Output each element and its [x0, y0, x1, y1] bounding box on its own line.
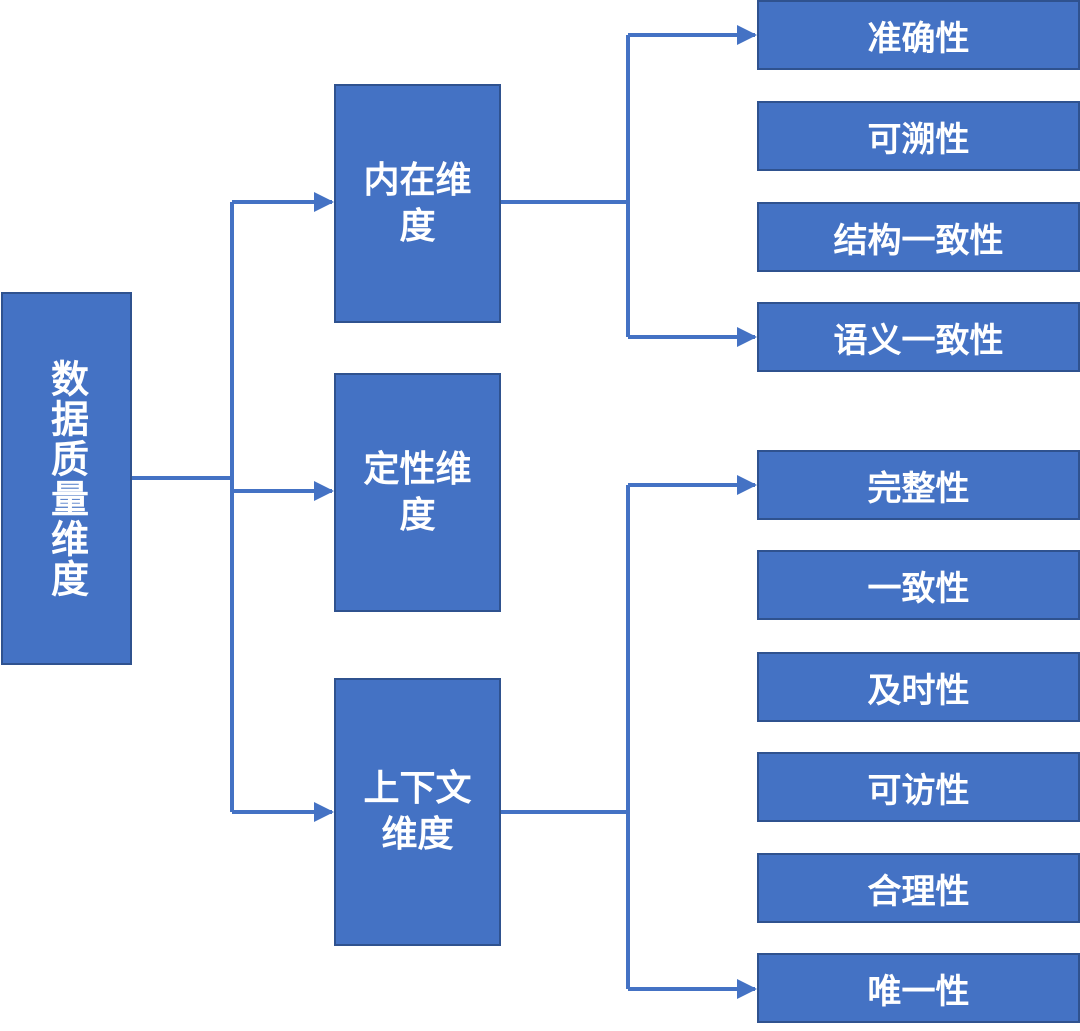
leaf-structural-consistency: 结构一致性: [757, 202, 1080, 272]
qualitative-dimension-node: 定性维度: [334, 373, 501, 612]
leaf-reasonableness: 合理性: [757, 853, 1080, 923]
contextual-dimension-label: 上下文维度: [363, 768, 472, 855]
leaf-accessibility: 可访性: [757, 752, 1080, 822]
leaf-completeness: 完整性: [757, 450, 1080, 520]
contextual-dimension-node: 上下文维度: [334, 678, 501, 946]
leaf-timeliness: 及时性: [757, 652, 1080, 722]
intrinsic-dimension-label: 内在维度: [363, 159, 472, 247]
leaf-accuracy: 准确性: [757, 0, 1080, 70]
intrinsic-dimension-node: 内在维度: [334, 84, 501, 323]
leaf-semantic-consistency: 语义一致性: [757, 302, 1080, 372]
leaf-consistency: 一致性: [757, 550, 1080, 620]
qualitative-dimension-label: 定性维度: [363, 448, 472, 536]
root-node: 数据质量维度: [1, 292, 132, 665]
leaf-uniqueness: 唯一性: [757, 953, 1080, 1023]
leaf-traceability: 可溯性: [757, 101, 1080, 171]
